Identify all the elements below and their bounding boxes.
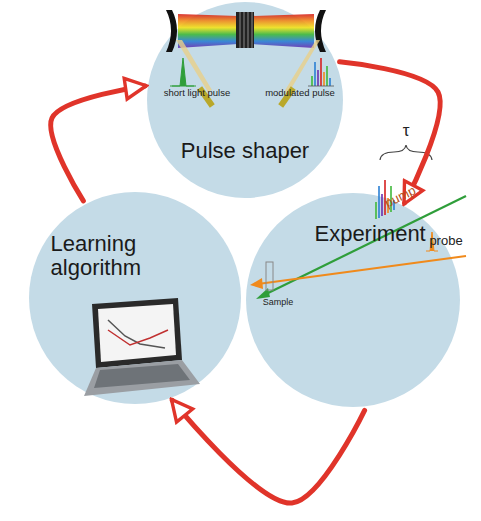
drawing-part xyxy=(92,298,182,368)
drawing-part xyxy=(94,364,190,388)
drawing-part xyxy=(320,58,322,86)
feedback-arrow xyxy=(51,86,145,201)
pump-probe-setup xyxy=(250,145,466,299)
drawing-part xyxy=(98,304,176,362)
drawing-part xyxy=(236,12,254,48)
drawing-part xyxy=(329,78,331,86)
drawing-part xyxy=(244,12,245,48)
stage-title: Experiment xyxy=(314,222,425,246)
annotation: short light pulse xyxy=(164,87,231,98)
drawing-part xyxy=(84,360,200,396)
drawing-part xyxy=(315,10,326,52)
drawing-part xyxy=(266,262,273,290)
drawing-part xyxy=(258,256,466,284)
drawing-part xyxy=(308,86,334,87)
drawing-part xyxy=(172,58,194,86)
drawing-part xyxy=(178,14,238,48)
drawing-part xyxy=(314,62,316,86)
feedback-arrow xyxy=(172,400,364,503)
feedback-arrow xyxy=(340,62,441,203)
laptop xyxy=(84,298,200,396)
drawing-part xyxy=(308,58,334,86)
drawing-part xyxy=(252,12,253,48)
drawing-part xyxy=(170,86,196,87)
drawing-part xyxy=(166,10,177,52)
annotation: τ xyxy=(403,121,410,141)
annotation: Sample xyxy=(263,297,294,307)
drawing-part xyxy=(240,12,241,48)
drawing-part xyxy=(250,278,263,289)
drawing-part xyxy=(252,14,314,48)
drawing-part xyxy=(323,72,325,86)
drawing-part xyxy=(240,12,252,48)
drawing-part xyxy=(108,320,165,348)
stage-title: Learning algorithm xyxy=(51,232,186,280)
drawing-part xyxy=(378,186,380,218)
drawing-part xyxy=(108,330,168,345)
annotation: probe xyxy=(429,233,462,248)
drawing-part xyxy=(375,202,377,219)
drawing-part xyxy=(317,70,319,86)
annotation: modulated pulse xyxy=(265,87,335,98)
drawing-part xyxy=(248,12,249,48)
stage-title: Pulse shaper xyxy=(181,139,309,163)
drawing-part xyxy=(311,76,313,86)
drawing-part xyxy=(326,66,328,86)
drawing-part xyxy=(262,196,466,296)
